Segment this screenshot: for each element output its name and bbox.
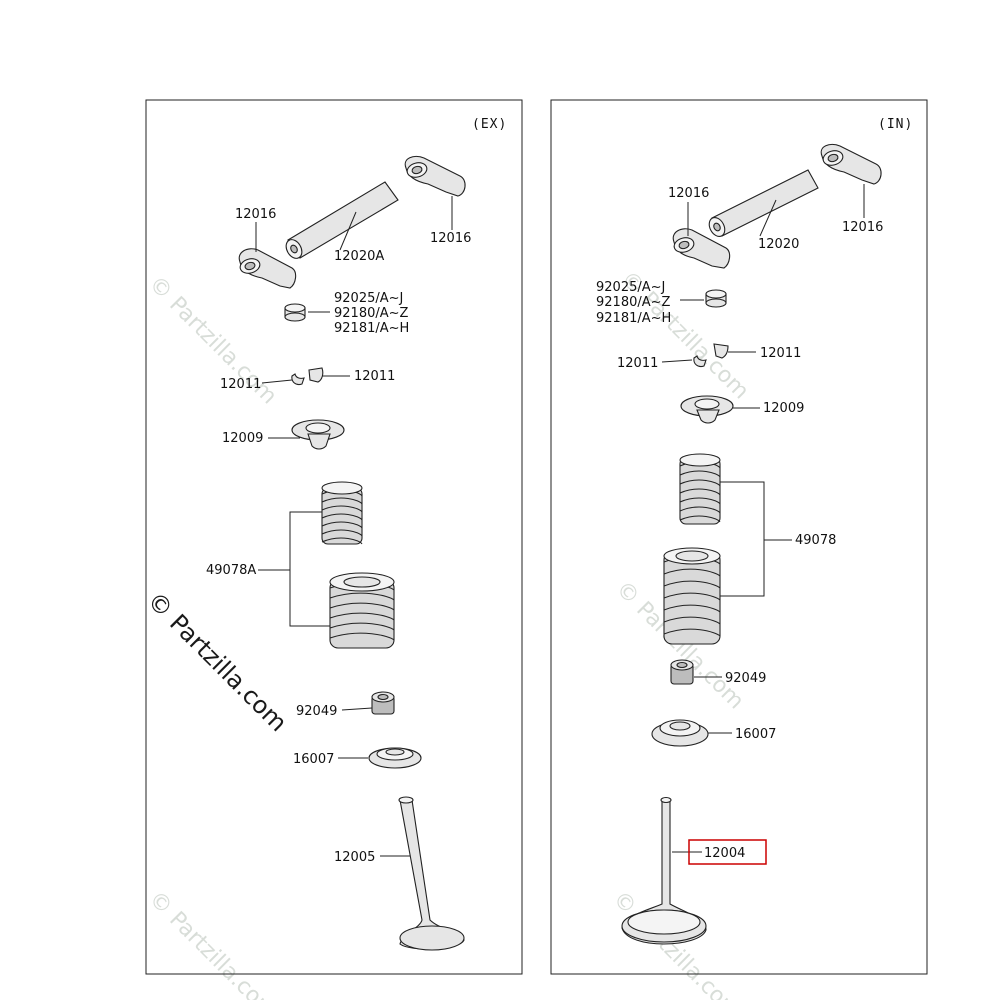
valve-intake [621, 796, 707, 945]
label-ex-rocker-arm-right: 12016 [430, 231, 471, 246]
retainer-intake [680, 395, 734, 424]
label-ex-rocker-arm-left: 12016 [235, 207, 276, 222]
panel-intake: (IN) [550, 99, 928, 975]
label-in-shim-3: 92181/A~H [596, 311, 671, 326]
label-in-valve: 12004 [704, 846, 745, 861]
label-in-rocker-shaft: 12020 [758, 237, 799, 252]
shim-intake [705, 289, 727, 308]
rocker-arm-intake-left [672, 228, 731, 269]
highlight-box-12004 [688, 839, 767, 865]
panel-exhaust-frame [145, 99, 523, 975]
shim-exhaust [284, 303, 306, 322]
cotters-intake [693, 343, 729, 368]
rocker-shaft-exhaust [285, 181, 399, 259]
watermark-faint-4: © Partzilla.com [144, 887, 282, 1000]
cotters-exhaust [291, 367, 324, 386]
label-ex-cotter-right: 12011 [354, 369, 395, 384]
leaders-exhaust [255, 196, 453, 857]
retainer-exhaust [291, 419, 345, 450]
leaders-intake [661, 184, 865, 853]
label-ex-retainer: 12009 [222, 431, 263, 446]
section-label-exhaust: (EX) [472, 117, 507, 132]
spring-intake-lower [663, 547, 721, 645]
label-in-cotter-right: 12011 [760, 346, 801, 361]
label-in-retainer: 12009 [763, 401, 804, 416]
label-ex-shim-2: 92180/A~Z [334, 306, 409, 321]
rocker-arm-exhaust-left [238, 248, 297, 289]
label-in-spring-seat: 16007 [735, 727, 776, 742]
spring-intake-upper [679, 453, 721, 525]
spring-exhaust-upper [321, 481, 363, 545]
label-in-shim-2: 92180/A~Z [596, 295, 671, 310]
label-ex-spring: 49078A [206, 563, 256, 578]
label-ex-spring-seat: 16007 [293, 752, 334, 767]
watermark-dark: © Partzilla.com [142, 586, 293, 737]
spring-seat-intake [651, 719, 709, 747]
label-ex-cotter-left: 12011 [220, 377, 261, 392]
label-in-shim-1: 92025/A~J [596, 280, 665, 295]
label-in-stem-seal: 92049 [725, 671, 766, 686]
label-ex-rocker-shaft: 12020A [334, 249, 384, 264]
rocker-arm-exhaust-right [404, 155, 466, 197]
label-ex-stem-seal: 92049 [296, 704, 337, 719]
label-in-spring: 49078 [795, 533, 836, 548]
label-ex-shim-1: 92025/A~J [334, 291, 403, 306]
stem-seal-intake [670, 659, 694, 685]
rocker-shaft-intake [708, 169, 819, 237]
label-in-cotter-left: 12011 [617, 356, 658, 371]
panel-exhaust: (EX) [145, 99, 523, 975]
panel-intake-frame [550, 99, 928, 975]
stem-seal-exhaust [371, 691, 395, 715]
valve-exhaust [398, 796, 465, 951]
section-label-intake: (IN) [878, 117, 913, 132]
label-in-rocker-arm-right: 12016 [842, 220, 883, 235]
spring-seat-exhaust [368, 747, 422, 769]
label-in-rocker-arm-left: 12016 [668, 186, 709, 201]
label-ex-shim-3: 92181/A~H [334, 321, 409, 336]
rocker-arm-intake-right [820, 143, 882, 185]
label-ex-valve: 12005 [334, 850, 375, 865]
spring-exhaust-lower [329, 572, 395, 649]
